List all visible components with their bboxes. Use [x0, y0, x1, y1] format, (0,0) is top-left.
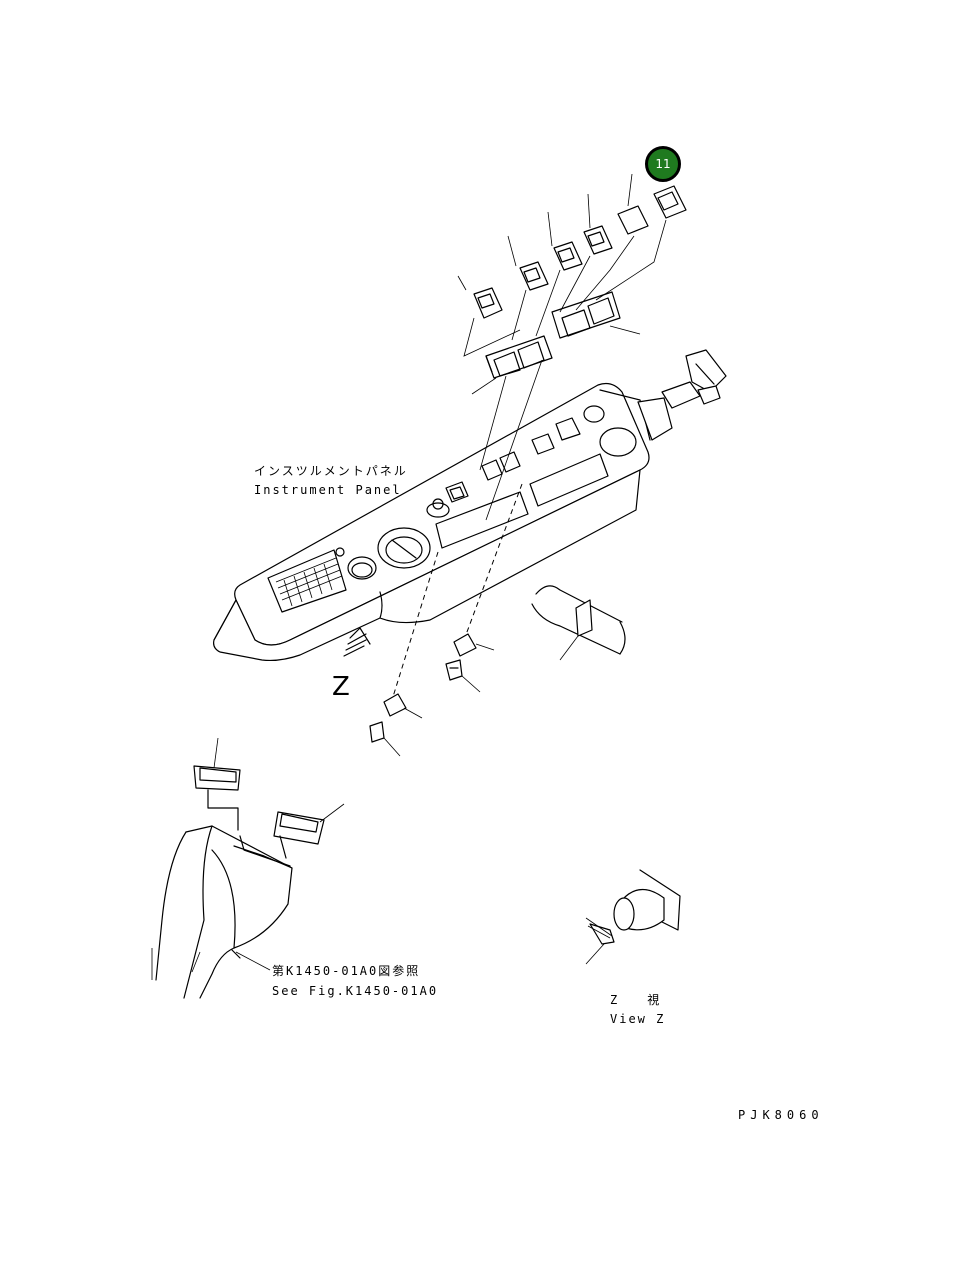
instrument-panel-label-en: Instrument Panel — [254, 483, 402, 497]
see-fig-label-en: See Fig.K1450-01A0 — [272, 984, 439, 998]
view-z-label-en: View Z — [610, 1012, 666, 1026]
view-z-detail — [585, 869, 681, 965]
z-marker: Z — [332, 672, 350, 702]
view-z-label-jp: Z 視 — [610, 993, 662, 1007]
see-fig-label-jp: 第K1450-01A0図参照 — [272, 964, 421, 978]
drawing-code: PJK8060 — [738, 1108, 824, 1122]
callout-11[interactable]: 11 — [645, 146, 681, 182]
instrument-panel — [213, 349, 727, 662]
clamp-screws — [369, 483, 523, 757]
steering-post — [531, 585, 626, 661]
lower-console — [151, 737, 345, 999]
z-arrow — [343, 627, 371, 657]
switch-group — [457, 173, 687, 521]
instrument-panel-label-jp: インスツルメントパネル — [254, 464, 408, 478]
